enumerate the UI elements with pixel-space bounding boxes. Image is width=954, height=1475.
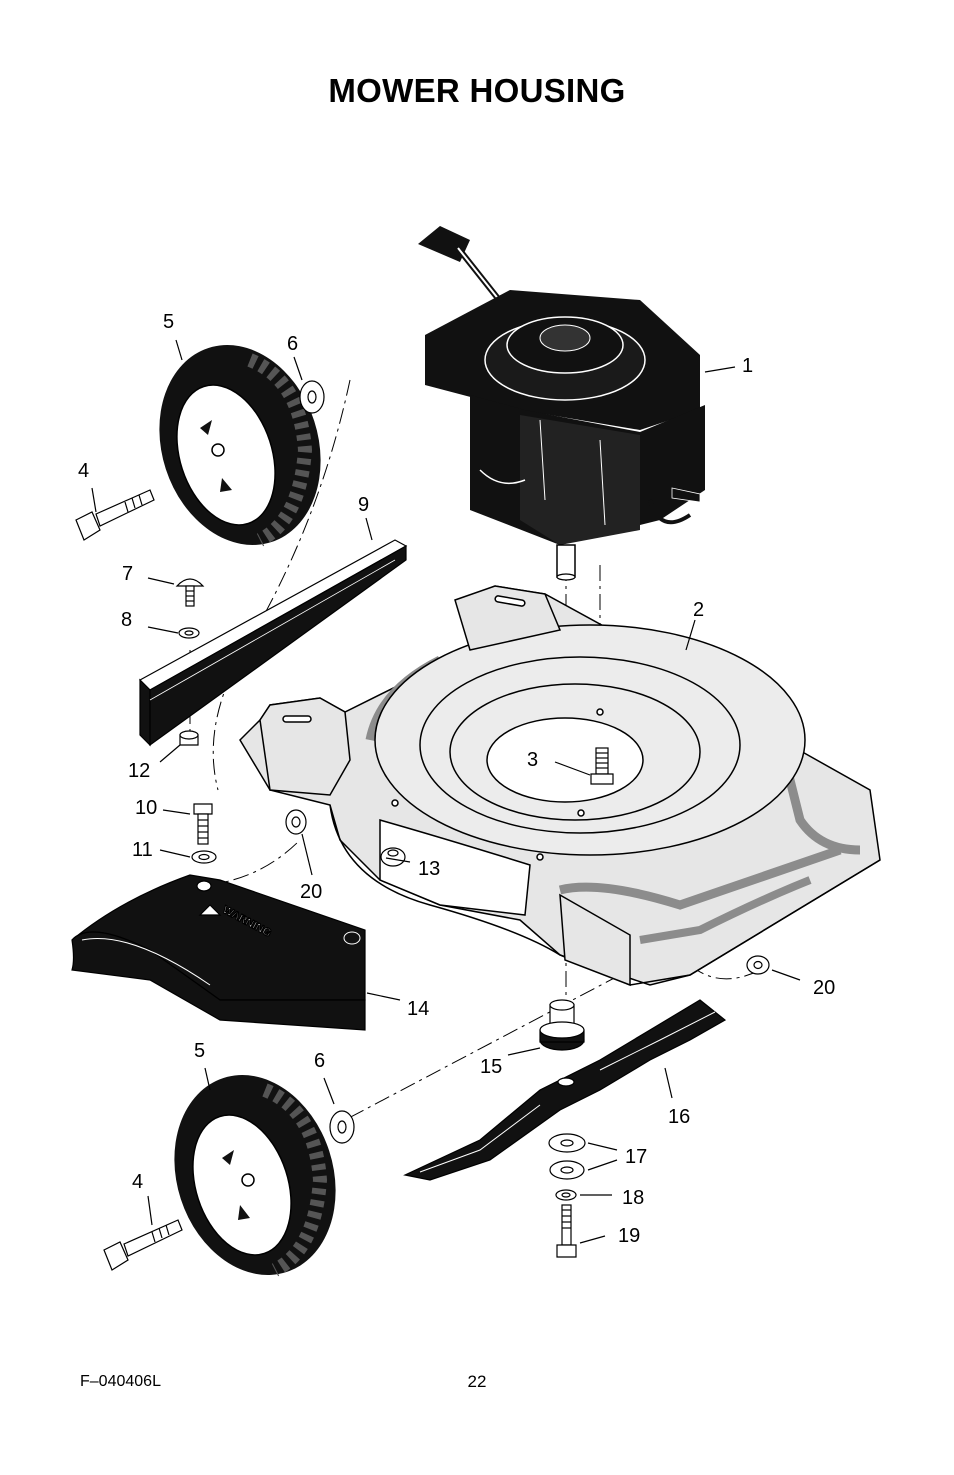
callout-1: 1	[742, 355, 753, 377]
chute-door: WARNING	[71, 874, 366, 1031]
callout-8: 8	[121, 609, 132, 631]
callout-5-front: 5	[194, 1040, 205, 1062]
callout-3: 3	[527, 749, 538, 771]
wheel-front	[174, 1075, 336, 1277]
blade	[403, 999, 727, 1181]
callout-17: 17	[625, 1146, 647, 1168]
callout-16: 16	[668, 1106, 690, 1128]
callout-13: 13	[418, 858, 440, 880]
callout-20-right: 20	[813, 977, 835, 999]
spacer-rear	[299, 380, 325, 414]
callout-19: 19	[618, 1225, 640, 1247]
crankshaft	[556, 544, 576, 578]
bolt-10	[193, 803, 213, 845]
screw-7	[175, 578, 205, 607]
callout-11: 11	[132, 839, 153, 861]
callouts: 1 2 3 4 5 6 7 8 9 12 10 11 13 20 20 14 1…	[78, 311, 835, 1247]
deck-nut	[380, 847, 406, 867]
callout-14: 14	[407, 998, 429, 1020]
page-number: 22	[467, 1372, 487, 1391]
deflector-bar	[139, 539, 408, 747]
page-title: MOWER HOUSING	[328, 72, 626, 109]
leader-lines	[91, 339, 801, 1244]
callout-4-rear: 4	[78, 460, 89, 482]
mower-deck	[239, 585, 881, 987]
blade-bolt-19	[556, 1204, 577, 1258]
washer-8	[178, 627, 200, 639]
document-code: F–040406L	[80, 1373, 161, 1390]
wheel-rear	[159, 345, 321, 547]
nut-20-left	[285, 809, 307, 835]
callout-7: 7	[122, 563, 133, 585]
callout-15: 15	[480, 1056, 502, 1078]
wheel-bolt-rear	[75, 489, 155, 541]
callout-5-rear: 5	[163, 311, 174, 333]
callout-18: 18	[622, 1187, 644, 1209]
callout-9: 9	[358, 494, 369, 516]
blade-adapter	[539, 999, 585, 1051]
engine	[418, 226, 705, 581]
callout-4-front: 4	[132, 1171, 143, 1193]
callout-2: 2	[693, 599, 704, 621]
callout-20-left: 20	[300, 881, 322, 903]
callout-10: 10	[135, 797, 157, 819]
callout-6-front: 6	[314, 1050, 325, 1072]
blade-washer-17b	[549, 1160, 585, 1180]
washer-11	[191, 850, 217, 864]
nut-20-right	[746, 955, 770, 975]
wheel-bolt-front	[103, 1219, 183, 1271]
spacer-front	[329, 1110, 355, 1144]
engine-bolt	[590, 747, 614, 785]
lock-washer-18	[555, 1189, 577, 1201]
nut-12	[179, 730, 199, 746]
callout-12: 12	[128, 760, 150, 782]
blade-washer-17a	[548, 1133, 586, 1153]
callout-6-rear: 6	[287, 333, 298, 355]
dipstick-handle	[418, 226, 470, 262]
